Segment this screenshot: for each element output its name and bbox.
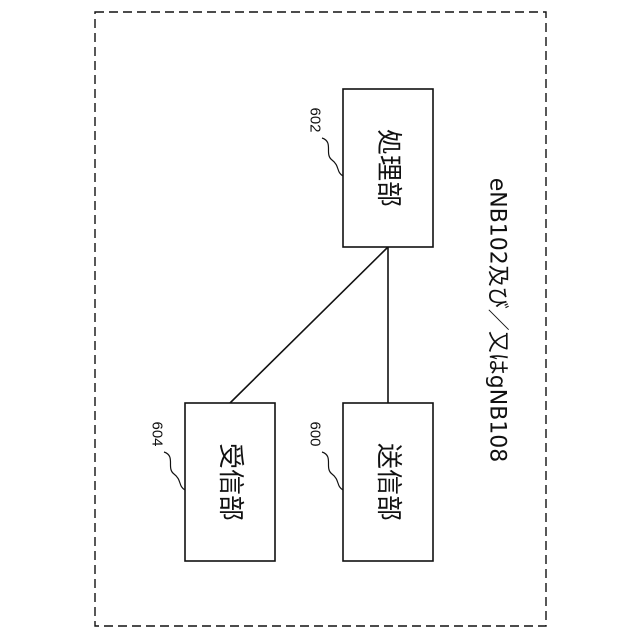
processing-unit-label: 処理部 [373, 129, 403, 207]
receiving-unit-leader [164, 452, 185, 490]
processing-unit-ref: 602 [307, 107, 324, 132]
receiving-unit-ref: 604 [149, 421, 166, 446]
frame-title: eNB102及び／又はgNB108 [485, 178, 510, 463]
processing-unit-leader [322, 138, 343, 176]
device-frame [95, 12, 546, 626]
transmitting-unit-ref: 600 [307, 421, 324, 446]
transmitting-unit-label: 送信部 [373, 443, 403, 521]
transmitting-unit-leader [322, 452, 343, 490]
receiving-unit-label: 受信部 [215, 443, 245, 521]
connector-processing-to-receiving [230, 247, 388, 403]
